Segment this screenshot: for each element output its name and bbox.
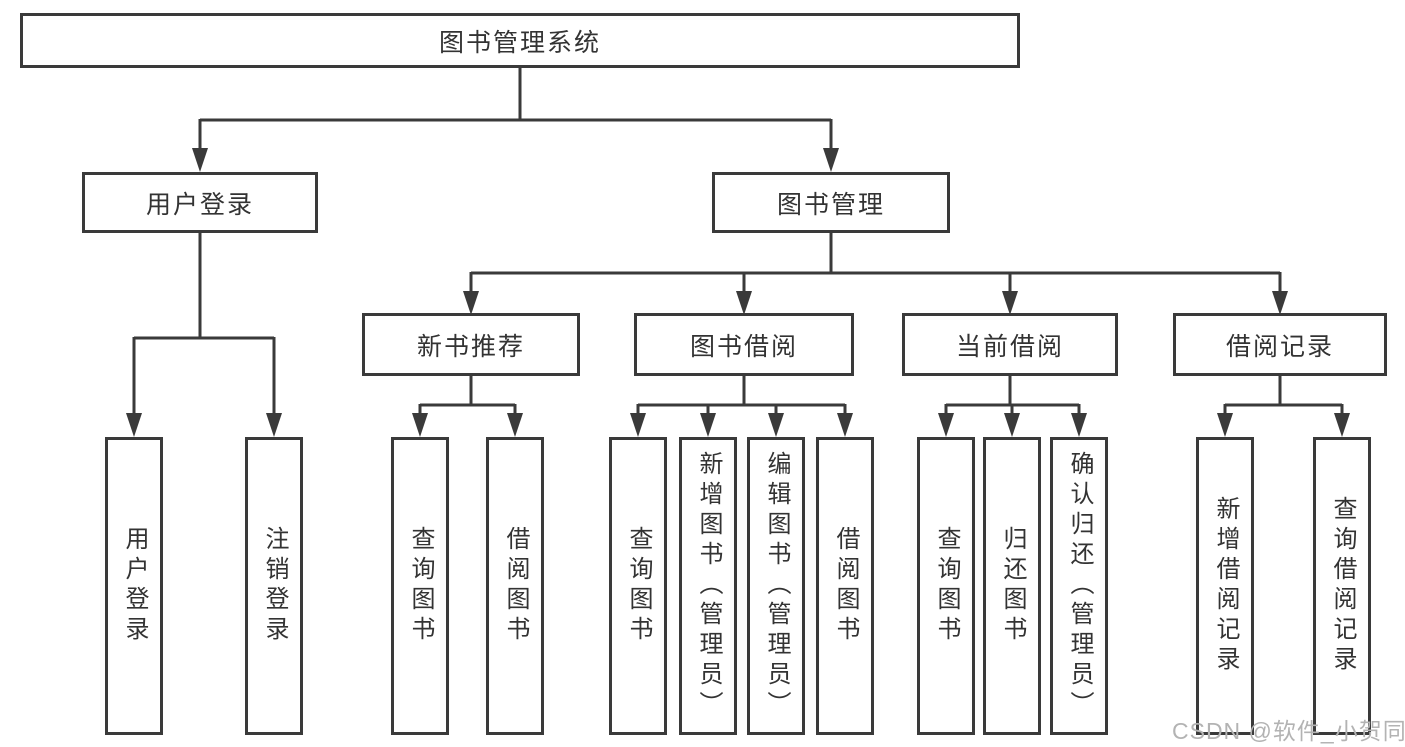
leaf-query-borrow-record: 查询借阅记录 <box>1313 437 1371 735</box>
leaf-borrow-books: 借阅图书 <box>816 437 874 735</box>
leaf-user-login: 用户登录 <box>105 437 163 735</box>
leaf-query-books-recommend: 查询图书 <box>391 437 449 735</box>
node-library-management-system: 图书管理系统 <box>20 13 1020 68</box>
leaf-add-borrow-record: 新增借阅记录 <box>1196 437 1254 735</box>
node-borrowing-records: 借阅记录 <box>1173 313 1387 376</box>
leaf-query-books-borrow: 查询图书 <box>609 437 667 735</box>
node-user-login: 用户登录 <box>82 172 318 233</box>
leaf-confirm-return-admin: 确认归还（管理员） <box>1050 437 1108 735</box>
node-book-management: 图书管理 <box>712 172 950 233</box>
csdn-watermark: CSDN @软件_小贺同学 <box>1172 718 1405 744</box>
node-book-borrowing: 图书借阅 <box>634 313 854 376</box>
leaf-logout: 注销登录 <box>245 437 303 735</box>
arrowheads <box>126 148 1350 437</box>
leaf-borrow-books-recommend: 借阅图书 <box>486 437 544 735</box>
leaf-add-books-admin: 新增图书（管理员） <box>679 437 737 735</box>
leaf-return-books: 归还图书 <box>983 437 1041 735</box>
node-new-book-recommend: 新书推荐 <box>362 313 580 376</box>
leaf-query-books-current: 查询图书 <box>917 437 975 735</box>
node-current-borrowing: 当前借阅 <box>902 313 1118 376</box>
leaf-edit-books-admin: 编辑图书（管理员） <box>747 437 805 735</box>
